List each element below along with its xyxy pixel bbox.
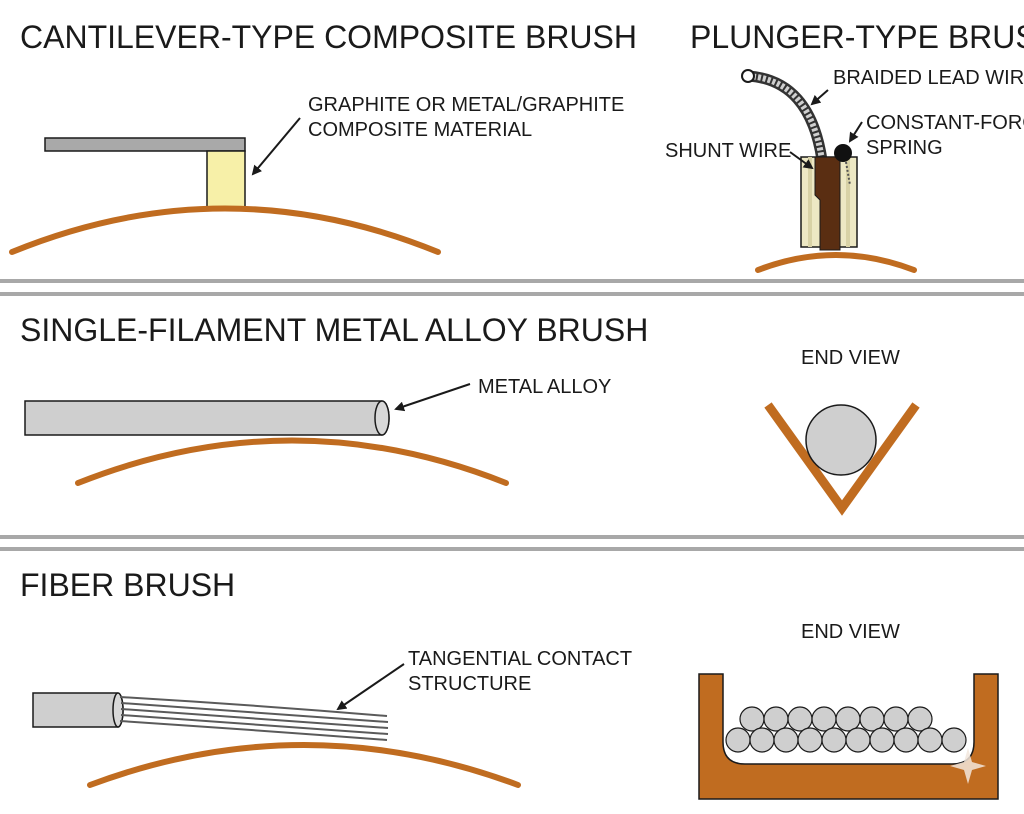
braided-lead-wire-texture xyxy=(747,73,825,161)
fiber-cross-sections xyxy=(725,706,967,753)
fiber-u-channel xyxy=(698,673,999,800)
single-filament-end-view-label: END VIEW xyxy=(801,347,900,369)
metal-alloy-rod xyxy=(24,400,390,436)
graphite-block xyxy=(206,150,246,208)
metal-alloy-rod-end xyxy=(374,400,390,436)
lead-wire-label: BRAIDED LEAD WIRE xyxy=(833,67,1024,89)
cantilever-title: CANTILEVER-TYPE COMPOSITE BRUSH xyxy=(20,19,637,55)
plunger-title: PLUNGER-TYPE BRUSH xyxy=(690,19,1024,55)
plunger-commutator-arc xyxy=(755,252,917,273)
fiber-label-line1: TANGENTIAL CONTACT xyxy=(408,648,632,670)
fiber-commutator-arc xyxy=(87,742,521,788)
shunt-wire-label: SHUNT WIRE xyxy=(665,140,791,162)
spring-arrow xyxy=(848,121,863,143)
filament-cross-section xyxy=(805,404,877,476)
metal-alloy-arrow xyxy=(394,383,471,412)
graphite-arrow xyxy=(251,117,301,176)
cantilever-arm xyxy=(44,137,246,152)
graphite-label-line1: GRAPHITE OR METAL/GRAPHITE xyxy=(308,94,624,116)
fiber-strands xyxy=(119,696,389,741)
lead-wire-arrow xyxy=(810,89,829,106)
spring-label-line2: SPRING xyxy=(866,137,943,159)
metal-alloy-label: METAL ALLOY xyxy=(478,376,611,398)
v-groove-holder xyxy=(764,402,920,516)
spring-label-line1: CONSTANT-FORCE xyxy=(866,112,1024,134)
single-filament-title: SINGLE-FILAMENT METAL ALLOY BRUSH xyxy=(20,312,648,348)
fiber-arrow xyxy=(336,663,405,711)
fiber-bundle-cable xyxy=(32,692,124,728)
cantilever-commutator-arc xyxy=(9,205,441,255)
fiber-end-view-label: END VIEW xyxy=(801,621,900,643)
holder-inner-left xyxy=(808,157,812,247)
single-filament-commutator-arc xyxy=(75,437,509,486)
graphite-label-line2: COMPOSITE MATERIAL xyxy=(308,119,532,141)
holder-inner-right xyxy=(846,157,850,247)
fiber-title: FIBER BRUSH xyxy=(20,567,235,603)
lead-wire-terminal xyxy=(741,69,755,83)
fiber-label-line2: STRUCTURE xyxy=(408,673,531,695)
shunt-wire-arrow xyxy=(789,151,814,170)
constant-force-spring xyxy=(834,144,852,162)
sparkle-icon xyxy=(950,748,986,784)
